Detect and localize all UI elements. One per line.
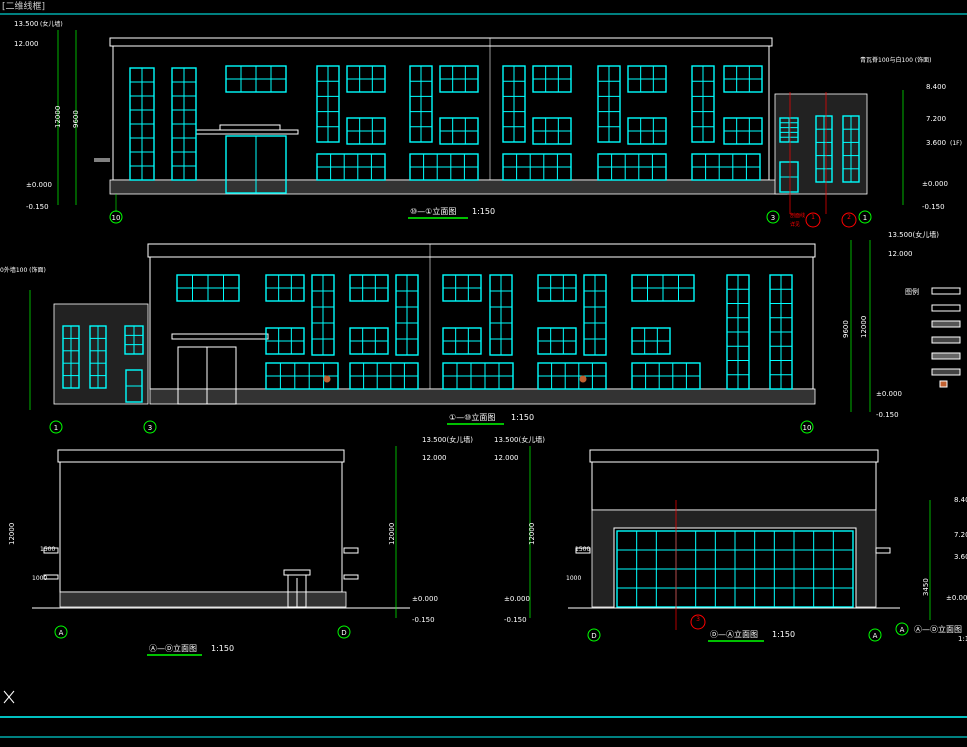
legend: 图例: [905, 287, 961, 388]
axis-A-left: A: [59, 629, 64, 637]
level-ground: -0.150: [26, 203, 49, 211]
back-level-top: 13.500(女儿墙): [888, 230, 939, 239]
annex-note: 青瓦脊100与白100 (饰面): [860, 56, 932, 64]
side-left-title: Ⓐ—Ⓓ立面图 1:150: [147, 643, 234, 656]
section-tag-1: 1: [811, 214, 815, 221]
ucs-icon[interactable]: [3, 690, 15, 704]
axis-1-back: 1: [54, 424, 58, 432]
axis-A-right: A: [873, 632, 878, 640]
legend-title: 图例: [905, 287, 919, 296]
side-left-title-text: Ⓐ—Ⓓ立面图: [149, 643, 197, 653]
viewport-tab-label: [二维线框]: [2, 2, 46, 12]
axis-1-front: 1: [863, 214, 867, 222]
side-left-level-roof: 12.000: [422, 454, 447, 462]
back-elevation: [53, 243, 816, 405]
side-right-title-scale: 1:150: [772, 630, 795, 639]
back-axes: 1 3 10: [49, 420, 814, 434]
side-left-dim-1000: 1000: [32, 575, 47, 582]
back-dimension-right: 13.500(女儿墙) 12.000 ±0.000 -0.150 12000 9…: [842, 230, 939, 419]
side-right-dim-12000: 12000: [528, 523, 536, 545]
annex-level-low: 3.600: [926, 139, 946, 147]
side-left-dim-1500: 1500: [40, 546, 55, 553]
back-dim-12000: 12000: [860, 316, 868, 338]
side-left-dim-12000-l: 12000: [8, 523, 16, 545]
side-far-partial: 8.400 7.200 3.600 ±0.000 3450 A Ⓐ—Ⓓ立面图 1…: [895, 496, 967, 643]
section-markers-front: 1 2 剖面线 详见: [789, 92, 857, 228]
back-annex-dimension: 0外墙100 (饰面): [0, 266, 46, 410]
side-right-level-top: 13.500(女儿墙): [494, 435, 545, 444]
side-left-dimension: 13.500(女儿墙) 12.000 ±0.000 -0.150 12000 1…: [8, 435, 473, 624]
level-roof-top: 13.500: [14, 20, 39, 28]
dim-12000: 12000: [54, 106, 62, 128]
side-right-level-ground: -0.150: [504, 616, 527, 624]
section-tag-3: 3: [696, 616, 700, 623]
axis-3-back: 3: [148, 424, 152, 432]
level-zero: ±0.000: [26, 181, 52, 189]
viewport-tab[interactable]: [二维线框]: [0, 0, 967, 14]
front-title-scale: 1:150: [472, 207, 495, 216]
side-right-title-text: Ⓓ—Ⓐ立面图: [710, 629, 758, 639]
axis-10-back: 10: [803, 424, 812, 432]
back-level-ground: -0.150: [876, 411, 899, 419]
side-left-level-zero: ±0.000: [412, 595, 438, 603]
far-dim-3450: 3450: [922, 578, 930, 596]
front-windows: [129, 65, 763, 194]
side-left-dim-12000: 12000: [388, 523, 396, 545]
side-right-dim-1500: 1500: [575, 546, 590, 553]
annex-level-low-note: (1F): [950, 140, 962, 147]
side-right-level-roof: 12.000: [494, 454, 519, 462]
axis-D-left: D: [341, 629, 346, 637]
side-left-level-ground: -0.150: [412, 616, 435, 624]
front-elevation: [94, 37, 868, 195]
back-title-text: ①—⑩立面图: [449, 412, 495, 422]
annex-windows: [779, 115, 860, 193]
drawing-frame: [0, 13, 967, 738]
side-left-level-top: 13.500(女儿墙): [422, 435, 473, 444]
side-right-dim-1000: 1000: [566, 575, 581, 582]
side-elevation-right: 3: [568, 449, 900, 630]
annex-level-zero: ±0.000: [922, 180, 948, 188]
side-right-title: Ⓓ—Ⓐ立面图 1:150: [708, 629, 795, 642]
annex-level-mid: 7.200: [926, 115, 946, 123]
annex-level-ground: -0.150: [922, 203, 945, 211]
side-far-title-scale: 1:150: [958, 635, 967, 643]
level-roof-top-note: (女儿墙): [40, 20, 63, 28]
axis-3-front: 3: [771, 214, 775, 222]
dim-9600: 9600: [72, 110, 80, 128]
far-level-zero: ±0.000: [946, 594, 967, 602]
front-title-text: ⑩—①立面图: [410, 206, 456, 216]
front-dimension-left: 13.500 (女儿墙) 12.000 ±0.000 -0.150 12000 …: [14, 20, 80, 211]
front-axes: 10 3 1: [109, 194, 872, 224]
side-left-axes: A D: [54, 625, 351, 639]
annex-dimension-right: 青瓦脊100与白100 (饰面) 8.400 7.200 3.600 (1F) …: [860, 56, 962, 211]
back-title-scale: 1:150: [511, 413, 534, 422]
axis-10-front: 10: [112, 214, 121, 222]
axis-D-right: D: [591, 632, 596, 640]
side-left-title-scale: 1:150: [211, 644, 234, 653]
far-level-mid: 7.200: [954, 531, 967, 539]
annex-level-top: 8.400: [926, 83, 946, 91]
section-tag-2: 2: [847, 214, 851, 221]
back-level-zero: ±0.000: [876, 390, 902, 398]
side-far-title-text: Ⓐ—Ⓓ立面图: [914, 624, 962, 634]
back-annex-note: 0外墙100 (饰面): [0, 266, 46, 274]
level-roof: 12.000: [14, 40, 39, 48]
section-note-a: 剖面线: [790, 212, 805, 219]
side-right-axes: D A: [587, 628, 882, 642]
back-title: ①—⑩立面图 1:150: [447, 412, 534, 425]
far-level-top: 8.400: [954, 496, 967, 504]
side-elevation-left: [32, 449, 410, 609]
side-right-level-zero: ±0.000: [504, 595, 530, 603]
front-title: ⑩—①立面图 1:150: [408, 206, 495, 219]
section-note-b: 详见: [790, 221, 800, 228]
side-right-dimension: 13.500(女儿墙) 12.000 ±0.000 -0.150 12000 1…: [494, 435, 590, 624]
far-level-low: 3.600: [954, 553, 967, 561]
axis-A-far: A: [900, 626, 905, 634]
back-dim-9600: 9600: [842, 320, 850, 338]
back-level-roof: 12.000: [888, 250, 913, 258]
annex-windows: [62, 325, 144, 403]
back-windows: [176, 274, 793, 390]
